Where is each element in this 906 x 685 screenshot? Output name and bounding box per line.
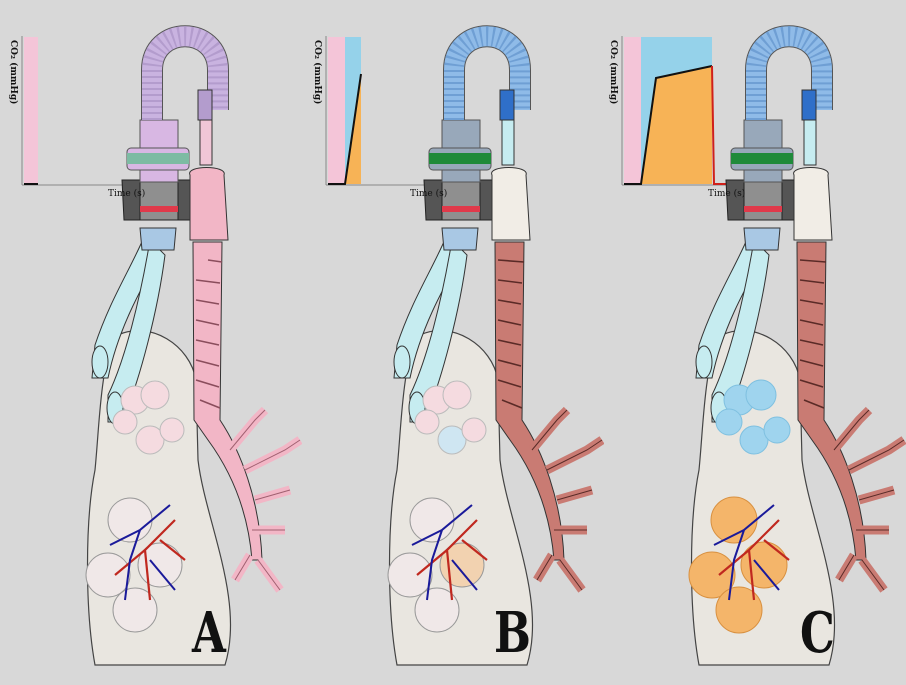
inspiration-phase bbox=[24, 37, 38, 184]
y-axis-label: CO₂ (mmHg) bbox=[608, 40, 618, 104]
filter bbox=[429, 120, 491, 182]
filter bbox=[731, 120, 793, 182]
x-axis-label: Time (s) bbox=[708, 189, 745, 199]
panel-b: CO₂ (mmHg) Time (s) B bbox=[302, 0, 604, 685]
panel-a-drawing bbox=[0, 0, 302, 685]
x-axis-label: Time (s) bbox=[410, 189, 447, 199]
y-axis-label: CO₂ (mmHg) bbox=[8, 40, 18, 104]
panel-a: CO₂ (mmHg) Time (s) A bbox=[0, 0, 302, 685]
panel-c: CO₂ (mmHg) Time (s) C bbox=[604, 0, 906, 685]
inspiration-phase bbox=[624, 37, 641, 184]
valve-assembly bbox=[726, 180, 800, 220]
panel-letter: A bbox=[192, 600, 226, 666]
y-axis-label: CO₂ (mmHg) bbox=[312, 40, 322, 104]
x-axis-label: Time (s) bbox=[108, 189, 145, 199]
valve-assembly bbox=[122, 180, 196, 220]
panel-letter: C bbox=[800, 600, 835, 666]
filter bbox=[127, 120, 189, 182]
panel-letter: B bbox=[494, 600, 531, 666]
valve-assembly bbox=[424, 180, 498, 220]
panel-c-drawing bbox=[604, 0, 906, 685]
panel-b-drawing bbox=[302, 0, 604, 685]
inspiration-phase bbox=[328, 37, 345, 184]
